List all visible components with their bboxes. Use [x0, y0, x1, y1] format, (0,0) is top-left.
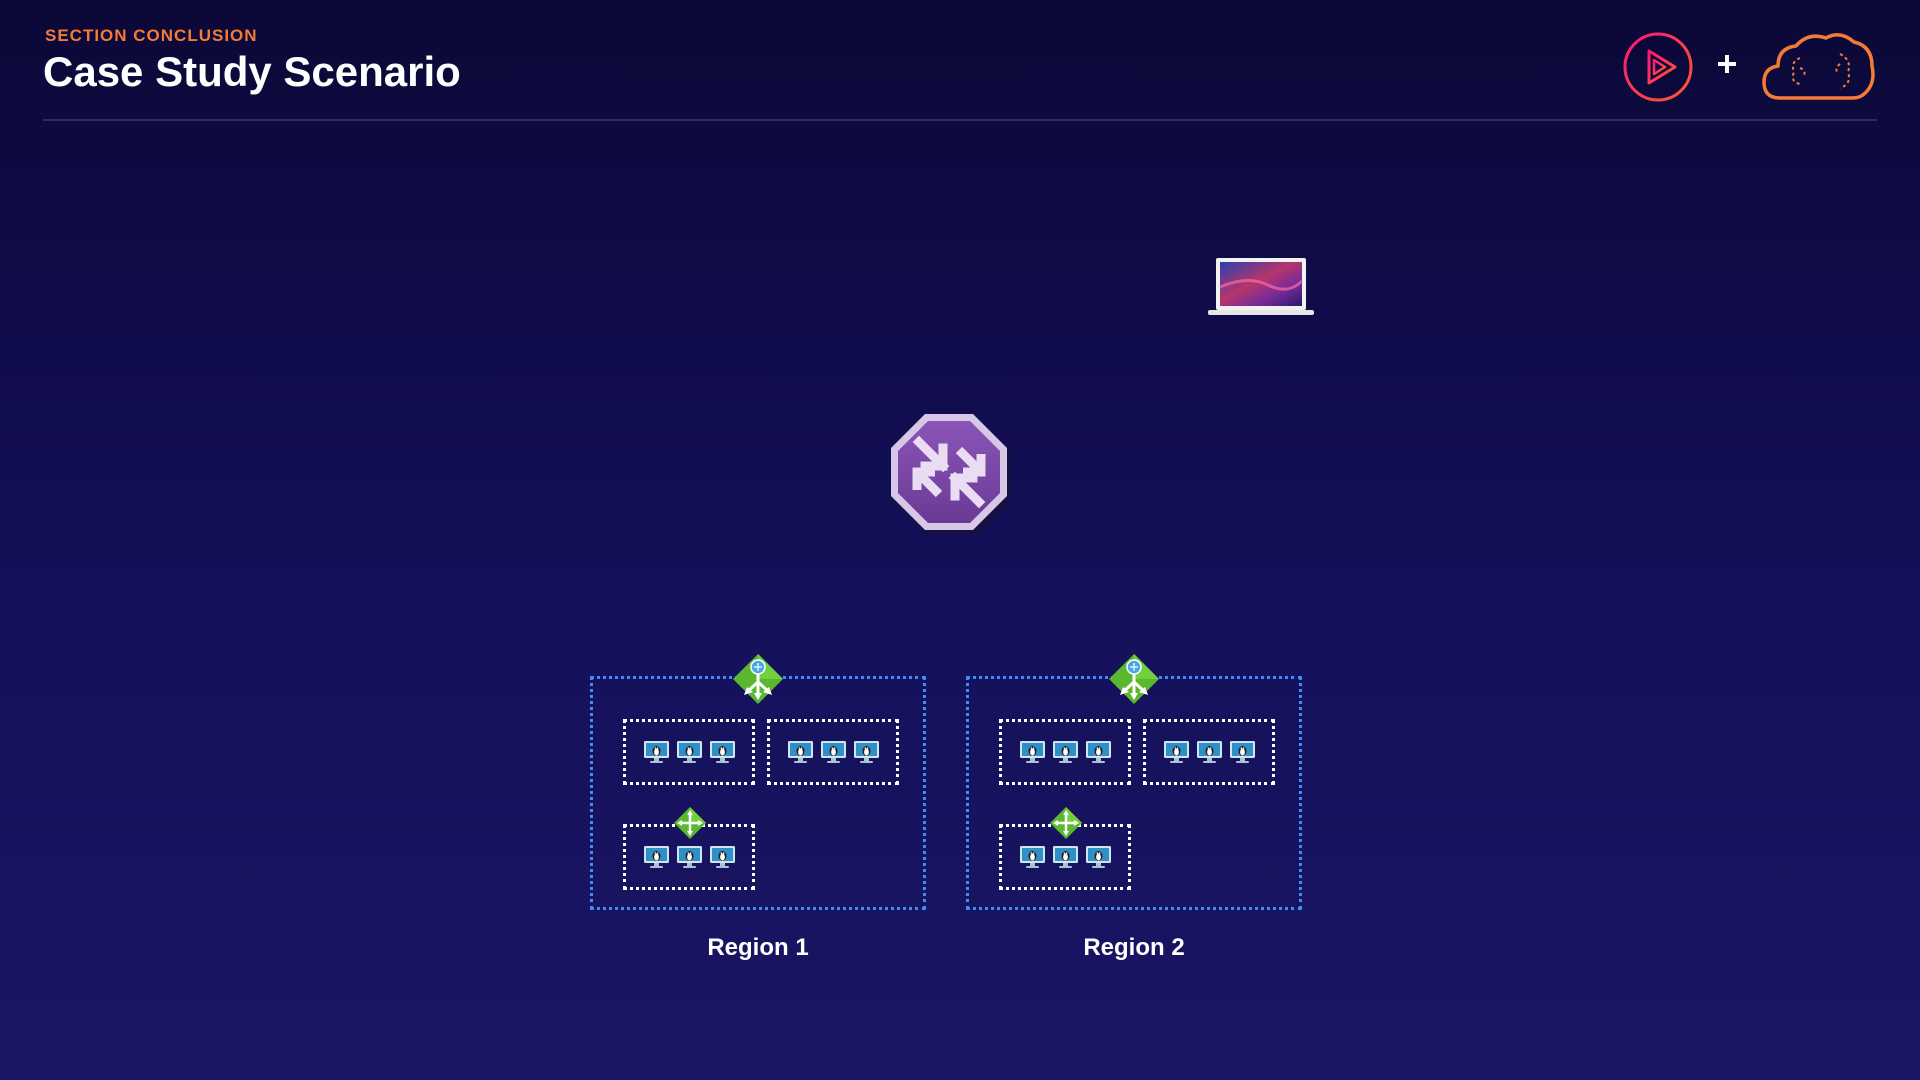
- linux-vm-icon: [1052, 740, 1079, 764]
- linux-vm-icon: [853, 740, 880, 764]
- linux-vm-icon: [1196, 740, 1223, 764]
- linux-vm-icon: [1085, 740, 1112, 764]
- internal-load-balancer-icon: [673, 806, 707, 840]
- linux-vm-icon: [1229, 740, 1256, 764]
- laptop-icon: [1208, 258, 1314, 315]
- linux-vm-icon: [787, 740, 814, 764]
- vm-group: [1143, 719, 1275, 785]
- load-balancer-icon: [731, 652, 785, 706]
- region-label: Region 1: [707, 934, 809, 961]
- linux-vm-icon: [820, 740, 847, 764]
- linux-vm-icon: [709, 845, 736, 869]
- load-balancer-icon: [1107, 652, 1161, 706]
- linux-vm-icon: [709, 740, 736, 764]
- region-label: Region 2: [1083, 934, 1185, 961]
- linux-vm-icon: [676, 740, 703, 764]
- linux-vm-icon: [643, 740, 670, 764]
- linux-vm-icon: [1052, 845, 1079, 869]
- linux-vm-icon: [676, 845, 703, 869]
- vm-group: [999, 719, 1131, 785]
- azure-front-door-icon: [891, 414, 1010, 535]
- vm-group: [623, 719, 755, 785]
- linux-vm-icon: [643, 845, 670, 869]
- linux-vm-icon: [1019, 845, 1046, 869]
- linux-vm-icon: [1019, 740, 1046, 764]
- linux-vm-icon: [1163, 740, 1190, 764]
- linux-vm-icon: [1085, 845, 1112, 869]
- internal-load-balancer-icon: [1049, 806, 1083, 840]
- header-divider: [43, 119, 1877, 121]
- page-title: Case Study Scenario: [43, 48, 461, 95]
- plus-icon: [1718, 55, 1736, 73]
- vm-group: [767, 719, 899, 785]
- cloud-brain-icon: [1762, 33, 1875, 100]
- pluralsight-play-icon: [1623, 32, 1693, 102]
- section-label: SECTION CONCLUSION: [45, 26, 258, 45]
